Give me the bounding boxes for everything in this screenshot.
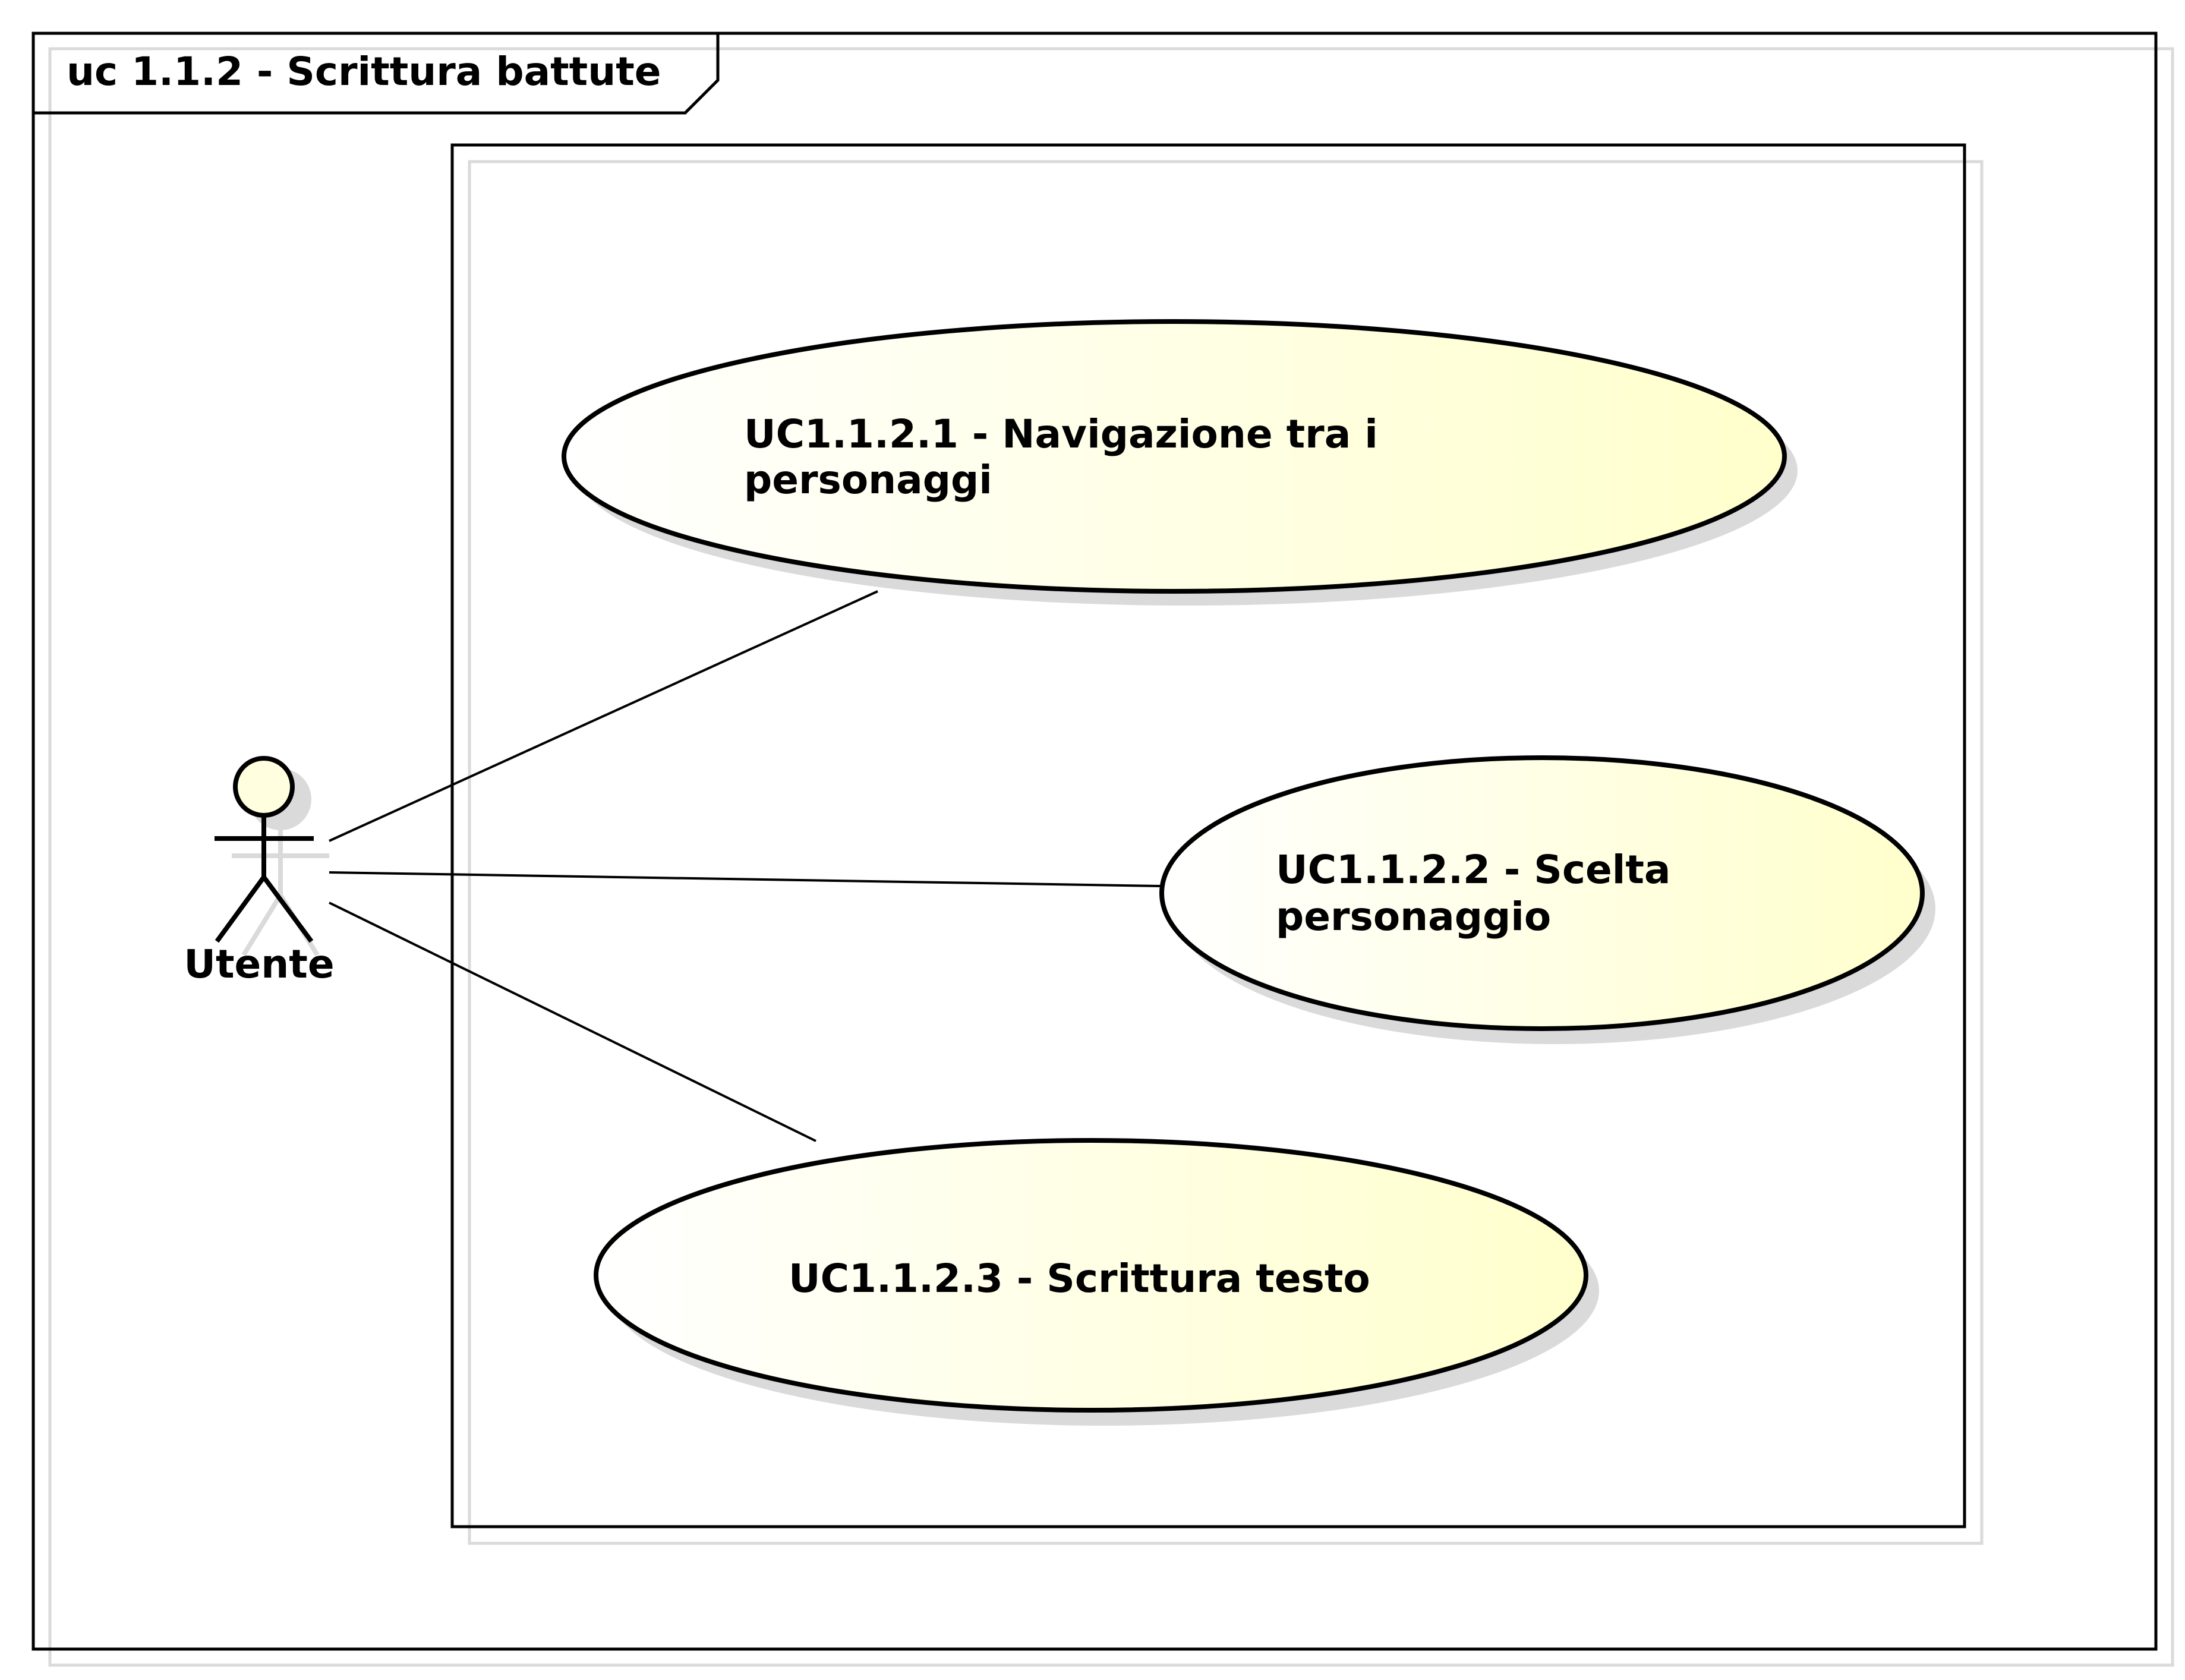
- actor-name: Utente: [184, 941, 334, 987]
- use-case-label-line2: personaggi: [744, 457, 992, 503]
- actor-figure: [215, 756, 314, 943]
- system-boundary-shadow: [468, 160, 1984, 1545]
- association-line-uc1: [329, 590, 878, 842]
- system-boundary: [450, 143, 1984, 1545]
- use-case-label-line2: personaggio: [1276, 894, 1551, 940]
- use-case-navigazione[interactable]: UC1.1.2.1 - Navigazione tra i personaggi: [562, 319, 1798, 606]
- system-boundary-border: [450, 143, 1966, 1528]
- use-case-scelta-personaggio[interactable]: UC1.1.2.2 - Scelta personaggio: [1159, 755, 1935, 1044]
- use-case-ellipse: [1159, 755, 1925, 1031]
- actor-left-leg: [215, 875, 266, 943]
- frame-shadow: [48, 47, 2174, 1667]
- frame-border: [31, 31, 2158, 1651]
- actor-head: [233, 756, 295, 818]
- association-line-uc3: [329, 902, 816, 1142]
- use-case-ellipse: [562, 319, 1787, 594]
- actor-right-leg: [261, 875, 314, 943]
- frame-title-tab: [33, 33, 720, 115]
- use-case-ellipse: [594, 1138, 1588, 1413]
- associations: [329, 590, 1161, 1142]
- use-case-label: UC1.1.2.3 - Scrittura testo: [789, 1256, 1370, 1301]
- diagram-frame: uc 1.1.2 - Scrittura battute: [31, 31, 2174, 1667]
- use-case-label-line1: UC1.1.2.1 - Navigazione tra i: [744, 411, 1378, 457]
- association-line-uc2: [329, 871, 1161, 887]
- actor-utente[interactable]: Utente: [184, 756, 335, 987]
- frame-title: uc 1.1.2 - Scrittura battute: [67, 49, 661, 94]
- use-case-label-line1: UC1.1.2.2 - Scelta: [1276, 847, 1670, 893]
- use-case-scrittura-testo[interactable]: UC1.1.2.3 - Scrittura testo: [594, 1138, 1599, 1426]
